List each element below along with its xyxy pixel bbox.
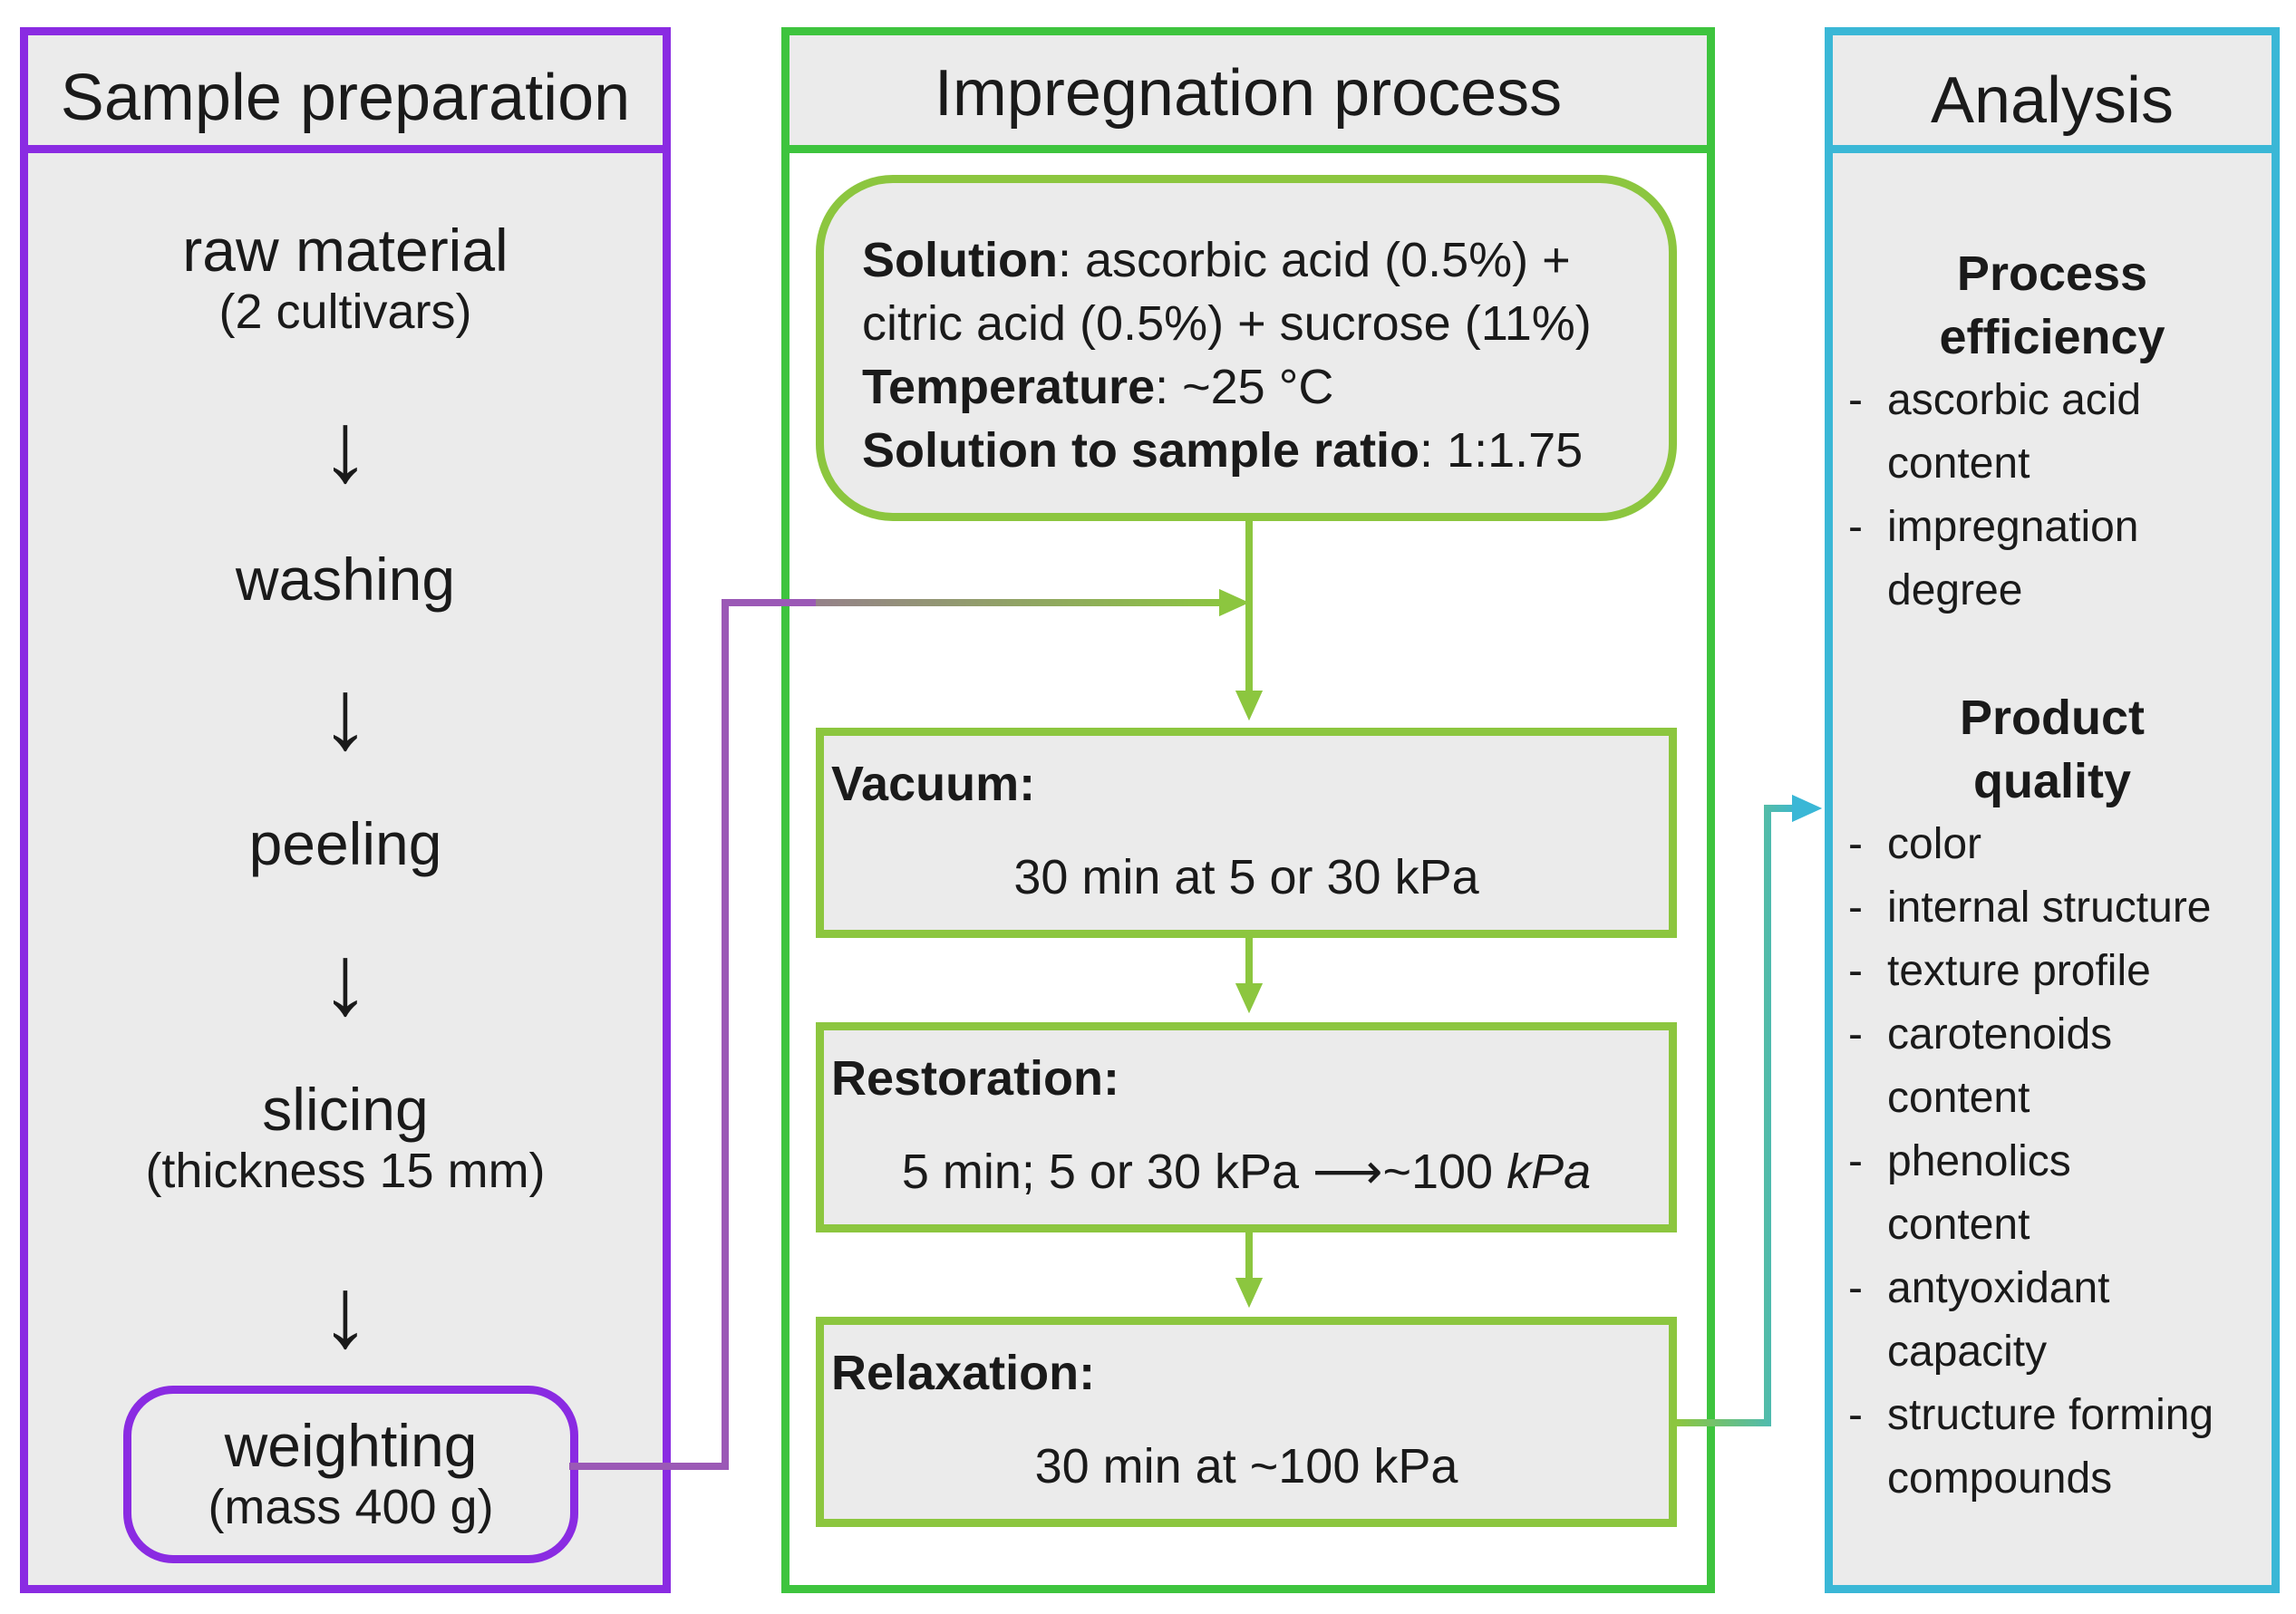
down-arrow-icon: ↓	[320, 391, 371, 503]
list-item-line: structure forming	[1887, 1391, 2214, 1439]
sample-preparation-title-bar: Sample preparation	[28, 35, 663, 153]
dash-bullet: -	[1848, 1010, 1863, 1058]
weighting-label: weighting	[224, 1412, 478, 1479]
raw-material-step: raw material (2 cultivars)	[28, 217, 663, 340]
list-item: - antyoxidant capacity	[1833, 1257, 2272, 1384]
restoration-box: Restoration: 5 min; 5 or 30 kPa ⟶~100 kP…	[816, 1022, 1677, 1232]
list-item: - ascorbic acid content	[1833, 369, 2272, 496]
down-arrow-icon: ↓	[320, 659, 371, 770]
vacuum-box: Vacuum: 30 min at 5 or 30 kPa	[816, 728, 1677, 938]
list-item-line: ascorbic acid	[1887, 376, 2142, 424]
list-item-line: antyoxidant	[1887, 1264, 2110, 1312]
relaxation-label: Relaxation:	[831, 1346, 1096, 1400]
dash-bullet: -	[1848, 884, 1863, 932]
product-quality-title-1: Product	[1959, 691, 2145, 745]
analysis-arrowhead	[1792, 795, 1822, 822]
process-efficiency-title-2: efficiency	[1939, 310, 2165, 364]
restoration-value: 5 min; 5 or 30 kPa ⟶~100 kPa	[824, 1144, 1669, 1200]
list-item: - carotenoids content	[1833, 1003, 2272, 1130]
ratio-line: Solution to sample ratio: 1:1.75	[862, 419, 1669, 482]
weighting-to-impregnation-connector	[569, 599, 816, 1470]
restoration-value-text: 5 min; 5 or 30 kPa ⟶~100	[901, 1145, 1494, 1199]
list-item-line: capacity	[1887, 1328, 2048, 1376]
list-item: - color	[1833, 813, 2272, 876]
dash-bullet: -	[1848, 1137, 1863, 1185]
weighting-sub: (mass 400 g)	[208, 1480, 494, 1534]
analysis-panel: Analysis Process efficiency - ascorbic a…	[1825, 27, 2280, 1593]
analysis-title: Analysis	[1930, 64, 2175, 137]
product-quality-list: - color - internal structure - texture p…	[1833, 813, 2272, 1511]
down-arrow-icon: ↓	[320, 1257, 371, 1368]
temperature-label: Temperature	[862, 360, 1156, 414]
list-item-line: carotenoids	[1887, 1010, 2113, 1058]
analysis-title-bar: Analysis	[1833, 35, 2272, 153]
list-item-line: content	[1887, 440, 2030, 488]
solution-line-1: Solution: ascorbic acid (0.5%) +	[862, 228, 1669, 292]
solution-box: Solution: ascorbic acid (0.5%) + citric …	[816, 175, 1677, 521]
dash-bullet: -	[1848, 820, 1863, 868]
relaxation-value: 30 min at ~100 kPa	[1034, 1439, 1458, 1493]
ratio-text: : 1:1.75	[1419, 423, 1584, 478]
raw-material-label: raw material	[182, 217, 509, 284]
peeling-label: peeling	[248, 810, 442, 877]
list-item-line: impregnation	[1887, 503, 2139, 551]
solution-label: Solution	[862, 233, 1058, 287]
relaxation-box: Relaxation: 30 min at ~100 kPa	[816, 1317, 1677, 1527]
temperature-line: Temperature: ~25 °C	[862, 355, 1669, 419]
washing-label: washing	[235, 546, 456, 613]
process-efficiency-list: - ascorbic acid content - impregnation d…	[1833, 369, 2272, 623]
dash-bullet: -	[1848, 503, 1863, 551]
list-item-line: phenolics	[1887, 1137, 2071, 1185]
list-item: - phenolics content	[1833, 1130, 2272, 1257]
vacuum-label: Vacuum:	[831, 757, 1036, 811]
dash-bullet: -	[1848, 1391, 1863, 1439]
list-item: - internal structure	[1833, 876, 2272, 940]
restoration-arrowhead	[1235, 983, 1263, 1013]
dash-bullet: -	[1848, 1264, 1863, 1312]
solution-text-1: : ascorbic acid (0.5%) +	[1057, 233, 1571, 287]
down-arrow-icon: ↓	[320, 924, 371, 1036]
vacuum-value: 30 min at 5 or 30 kPa	[1013, 850, 1479, 904]
product-quality-title: Product quality	[1833, 686, 2272, 813]
restoration-label: Restoration:	[831, 1051, 1120, 1106]
slicing-sub: (thickness 15 mm)	[145, 1144, 546, 1198]
dash-bullet: -	[1848, 376, 1863, 424]
relaxation-to-analysis-connector	[1677, 805, 1804, 1426]
slicing-label: slicing	[262, 1076, 429, 1143]
list-item-line: color	[1887, 820, 1982, 868]
connector-arrowhead	[1219, 589, 1249, 616]
list-item: - impregnation degree	[1833, 496, 2272, 623]
impregnation-title: Impregnation process	[934, 57, 1563, 130]
solution-line-2: citric acid (0.5%) + sucrose (11%)	[862, 296, 1592, 351]
process-efficiency-title-1: Process	[1956, 246, 2148, 301]
raw-material-sub: (2 cultivars)	[218, 285, 472, 339]
product-quality-title-2: quality	[1972, 754, 2132, 808]
temperature-text: : ~25 °C	[1155, 360, 1334, 414]
restoration-value-unit: kPa	[1506, 1145, 1592, 1199]
peeling-step: peeling	[28, 810, 663, 877]
sample-preparation-panel: Sample preparation raw material (2 culti…	[20, 27, 671, 1593]
process-efficiency-title: Process efficiency	[1833, 242, 2272, 369]
list-item: - texture profile	[1833, 940, 2272, 1003]
weighting-box: weighting (mass 400 g)	[123, 1386, 578, 1563]
list-item-line: degree	[1887, 566, 2023, 614]
ratio-label: Solution to sample ratio	[862, 423, 1420, 478]
list-item-line: content	[1887, 1074, 2030, 1122]
list-item: - structure forming compounds	[1833, 1384, 2272, 1511]
list-item-line: content	[1887, 1201, 2030, 1249]
slicing-step: slicing (thickness 15 mm)	[28, 1076, 663, 1199]
dash-bullet: -	[1848, 947, 1863, 995]
list-item-line: internal structure	[1887, 884, 2212, 932]
list-item-line: texture profile	[1887, 947, 2151, 995]
list-item-line: compounds	[1887, 1455, 2113, 1503]
relaxation-arrowhead	[1235, 1278, 1263, 1308]
vacuum-arrowhead	[1235, 691, 1263, 720]
sample-preparation-title: Sample preparation	[60, 62, 631, 134]
impregnation-title-bar: Impregnation process	[790, 35, 1707, 153]
washing-step: washing	[28, 546, 663, 613]
